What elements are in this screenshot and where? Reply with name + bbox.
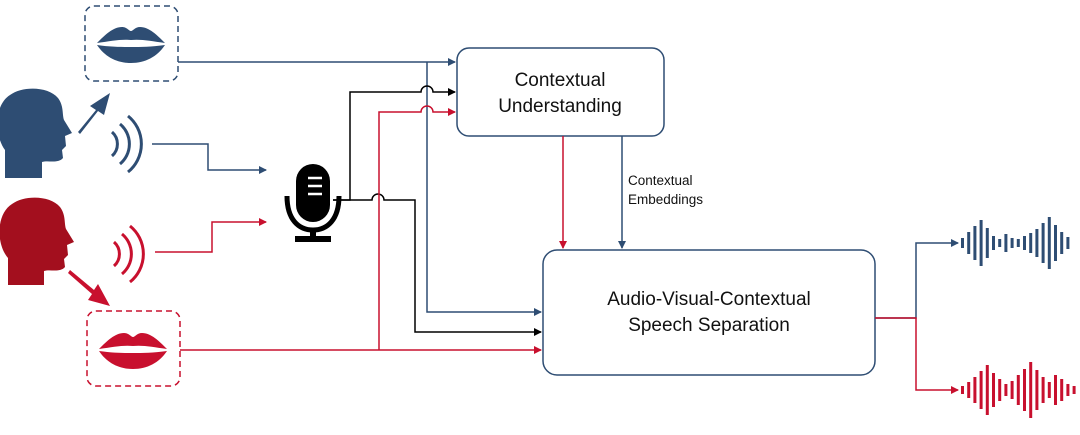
mic-to-separation-arrow	[333, 193, 542, 336]
embeddings-label-line2: Embeddings	[628, 192, 703, 207]
blue-lips-box	[84, 5, 179, 82]
red-lips-to-context-arrow	[378, 105, 456, 350]
sound-waves-icon	[112, 224, 145, 284]
waveform-bar	[961, 238, 964, 248]
waveform-bar	[1035, 229, 1039, 257]
waveform-bar	[1010, 238, 1014, 248]
waveform-bar	[961, 386, 964, 394]
waveform-bar	[979, 371, 983, 409]
waveform-bar	[1004, 234, 1008, 252]
waveform-bar	[998, 239, 1002, 247]
waveform-bar	[1010, 381, 1014, 399]
waveform-bar	[985, 365, 989, 415]
waveform-bar	[973, 377, 977, 403]
waveform-bar	[1054, 225, 1057, 261]
waveform-bar	[1072, 386, 1076, 394]
waveform-bar	[1029, 362, 1033, 418]
waveform-bar	[1035, 370, 1039, 410]
waveform-bar	[973, 226, 977, 260]
waveform-bar	[1060, 379, 1064, 401]
waveform-bar	[985, 228, 989, 258]
waveform-bar	[979, 220, 983, 266]
waveform-bar	[992, 373, 995, 407]
waveform-bar	[1041, 377, 1045, 403]
speaker-head-icon	[0, 88, 110, 178]
waveform-icon	[961, 362, 1076, 418]
lips-icon	[99, 333, 167, 369]
context-box-line2: Understanding	[498, 96, 622, 117]
separation-box-line1: Audio-Visual-Contextual	[607, 289, 811, 310]
waveform-bar	[1004, 384, 1008, 396]
waveform-bar	[1066, 237, 1070, 249]
separation-box-line2: Speech Separation	[628, 315, 790, 336]
waveform-bar	[1029, 233, 1033, 253]
waveform-bar	[1016, 375, 1020, 405]
waveform-bar	[1054, 375, 1057, 405]
context-box-line1: Contextual	[515, 70, 606, 91]
mic-to-context-arrow	[333, 85, 456, 201]
lips-icon	[97, 27, 165, 63]
waveform-bar	[1023, 369, 1026, 411]
waveform-bar	[1023, 236, 1026, 250]
waveform-bar	[1047, 217, 1051, 269]
output-red-arrow	[875, 317, 959, 394]
microphone-icon	[284, 164, 342, 242]
context-understanding-box: Contextual Understanding	[456, 47, 665, 137]
sound-waves-icon	[110, 114, 143, 174]
blue-lips-to-separation-arrow	[426, 62, 542, 316]
waveform-bar	[1041, 223, 1045, 263]
red-audio-to-mic-arrow	[155, 218, 267, 253]
speaker-head-icon	[0, 197, 110, 306]
waveform-bar	[992, 236, 995, 250]
speech-separation-box: Audio-Visual-Contextual Speech Separatio…	[542, 249, 876, 376]
waveform-bar	[1060, 232, 1064, 254]
waveform-bar	[998, 379, 1002, 401]
waveform-bar	[1047, 382, 1051, 398]
blue-audio-to-mic-arrow	[152, 143, 267, 174]
output-blue-arrow	[875, 239, 959, 319]
red-lips-box	[86, 310, 181, 387]
waveform-bar	[1066, 384, 1070, 396]
waveform-bar	[1016, 239, 1020, 247]
waveform-bar	[967, 232, 971, 254]
waveform-bar	[967, 382, 971, 398]
embeddings-label-line1: Contextual	[628, 173, 693, 188]
waveform-icon	[961, 217, 1070, 269]
